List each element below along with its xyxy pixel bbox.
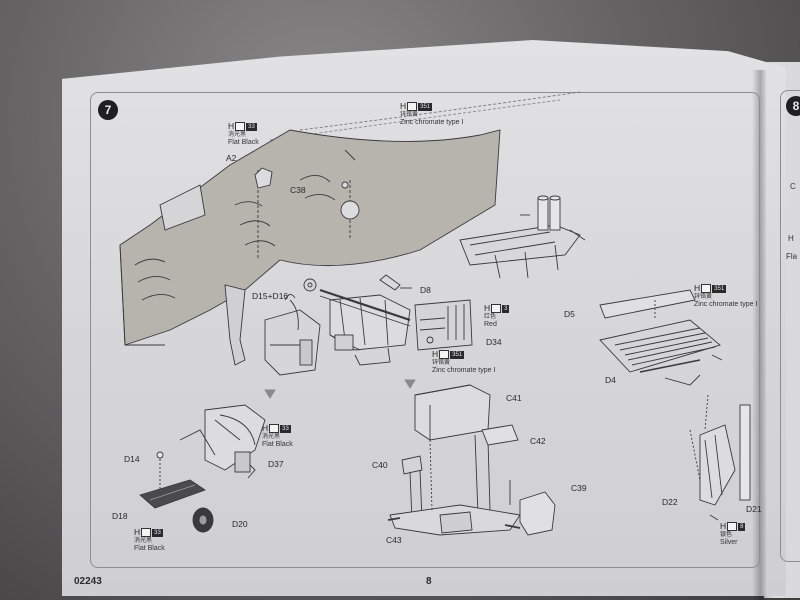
part-label-d18: D18: [112, 511, 128, 521]
paint-name-cn: 银色: [720, 531, 733, 538]
paint-swatch-icon: [439, 350, 450, 360]
paint-name-en: Zinc chromate type Ⅰ: [432, 366, 496, 374]
paint-code: H: [400, 101, 407, 111]
paint-swatch-icon: [269, 424, 280, 434]
paint-callout-zinc-top: H 351 锌铬黄 Zinc chromate type Ⅰ: [400, 101, 464, 127]
next-step-frame: [780, 90, 800, 562]
paint-callout-silver: H 8 银色 Silver: [720, 521, 746, 547]
part-label-a2: A2: [226, 153, 237, 163]
paint-number: 351: [418, 102, 433, 111]
part-label-d4: D4: [605, 375, 616, 385]
part-label-c42: C42: [530, 436, 546, 446]
part-label-d21: D21: [746, 504, 762, 514]
paint-swatch-icon: [701, 284, 712, 294]
paint-code: H: [694, 283, 701, 293]
next-step-number: 8: [792, 99, 800, 113]
step-frame: [90, 92, 760, 568]
paint-name-cn: 消光黑: [134, 537, 153, 544]
paint-swatch-icon: [491, 304, 502, 314]
paint-callout-red: H 3 红色 Red: [484, 303, 510, 329]
paint-name-cn: 锌铬黄: [400, 111, 419, 118]
paint-swatch-icon: [407, 102, 418, 112]
paint-code: H: [262, 423, 269, 433]
paint-number: 3: [502, 304, 510, 313]
paint-name-en: Zinc chromate type Ⅰ: [400, 118, 464, 126]
step-number: 7: [104, 103, 112, 117]
paint-callout-flat-black-mid: H 33 消光黑 Flat Black: [262, 423, 293, 449]
paint-number: 351: [712, 284, 727, 293]
paint-swatch-icon: [235, 122, 246, 132]
part-label-d15-d16: D15+D16: [252, 291, 289, 301]
paint-name-en: Red: [484, 320, 497, 328]
next-page-h-label: H: [788, 234, 794, 243]
paint-name-en: Flat Black: [134, 544, 165, 552]
part-label-c41: C41: [506, 393, 522, 403]
paint-code: H: [720, 521, 727, 531]
paint-name-en: Zinc chromate type Ⅰ: [694, 300, 758, 308]
paint-callout-flat-black-low: H 33 消光黑 Flat Black: [134, 527, 165, 553]
paint-number: 33: [152, 528, 163, 537]
paint-name-cn: 锌铬黄: [694, 293, 713, 300]
part-label-d34: D34: [486, 337, 502, 347]
paint-code: H: [134, 527, 141, 537]
paint-number: 351: [450, 350, 465, 359]
paint-name-cn: 锌铬黄: [432, 359, 451, 366]
paint-number: 8: [738, 522, 746, 531]
paint-name-cn: 消光黑: [228, 131, 247, 138]
paint-callout-flat-black-top: H 33 消光黑 Flat Black: [228, 121, 259, 147]
paint-swatch-icon: [727, 522, 738, 532]
part-label-d20: D20: [232, 519, 248, 529]
paint-name-cn: 消光黑: [262, 433, 281, 440]
paint-number: 33: [246, 122, 257, 131]
part-label-c39: C39: [571, 483, 587, 493]
paint-name-cn: 红色: [484, 313, 497, 320]
paint-name-en: Silver: [720, 538, 738, 546]
part-label-c40: C40: [372, 460, 388, 470]
part-label-d14: D14: [124, 454, 140, 464]
step-number-badge: 7: [98, 100, 118, 120]
part-label-c38: C38: [290, 185, 306, 195]
product-code: 02243: [74, 576, 102, 587]
part-label-d5: D5: [564, 309, 575, 319]
paint-code: H: [228, 121, 235, 131]
next-page-c-label: C: [790, 182, 796, 191]
part-label-d8: D8: [420, 285, 431, 295]
paint-code: H: [432, 349, 439, 359]
next-page-f-label: Fla: [786, 252, 798, 261]
part-label-d22: D22: [662, 497, 678, 507]
paint-swatch-icon: [141, 528, 152, 538]
paint-code: H: [484, 303, 491, 313]
next-step-number-badge: 8: [786, 96, 800, 116]
paint-number: 33: [280, 424, 291, 433]
paint-callout-zinc-mid: H 351 锌铬黄 Zinc chromate type Ⅰ: [432, 349, 496, 375]
page-number: 8: [426, 576, 432, 587]
part-label-c43: C43: [386, 535, 402, 545]
part-label-d37: D37: [268, 459, 284, 469]
paint-name-en: Flat Black: [228, 138, 259, 146]
paint-callout-zinc-right: H 351 锌铬黄 Zinc chromate type Ⅰ: [694, 283, 758, 309]
paint-name-en: Flat Black: [262, 440, 293, 448]
